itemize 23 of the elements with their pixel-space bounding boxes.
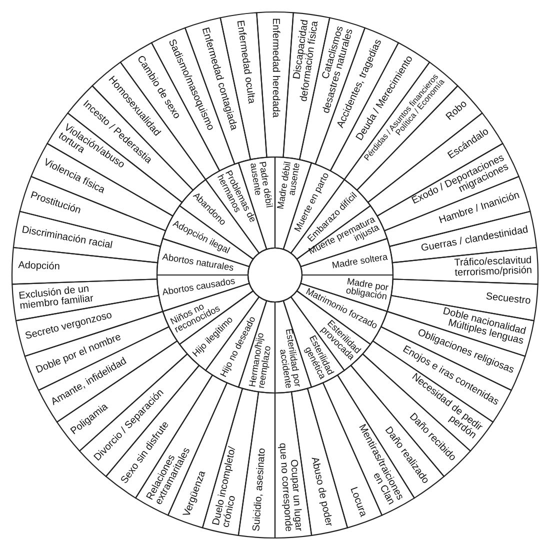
segment-label: Madre débil ausente [276,160,302,210]
segment-label: Abuso de poder [308,456,334,528]
hub-circle [247,247,303,303]
segment-label: Abortos causados [162,276,236,298]
segment-label: Ocupar un lugar que no corresponde [276,442,303,532]
wheel-segment [237,390,276,539]
wheel-segment [388,210,538,264]
segment-label: Padre débil ausente [248,160,274,208]
segment-label: Secuestro [485,292,532,307]
wheel-segment [274,390,313,539]
segment-label: Discapacidad deformación física [290,19,321,102]
segment-label: Madre soltera [331,252,388,270]
segment-label: Tráfico/esclavitud terrorismo/prisión [454,256,532,279]
segment-label: Adopción [18,261,60,272]
segment-label: Suicidio, asesinato [252,448,268,532]
segment-label: Hambre / Inanición [438,190,521,226]
segment-label: Enfermedad heredada [270,18,280,118]
wheel-segment [11,246,159,286]
segment-label: Abortos naturales [162,252,234,273]
segment-label: Exclusión de un miembro familiar [18,284,94,312]
segment-label: Enfermedad oculta [234,20,256,104]
segment-label: Esterilidad por accidente [276,328,302,390]
segment-label: Madre por obligación [345,277,390,302]
